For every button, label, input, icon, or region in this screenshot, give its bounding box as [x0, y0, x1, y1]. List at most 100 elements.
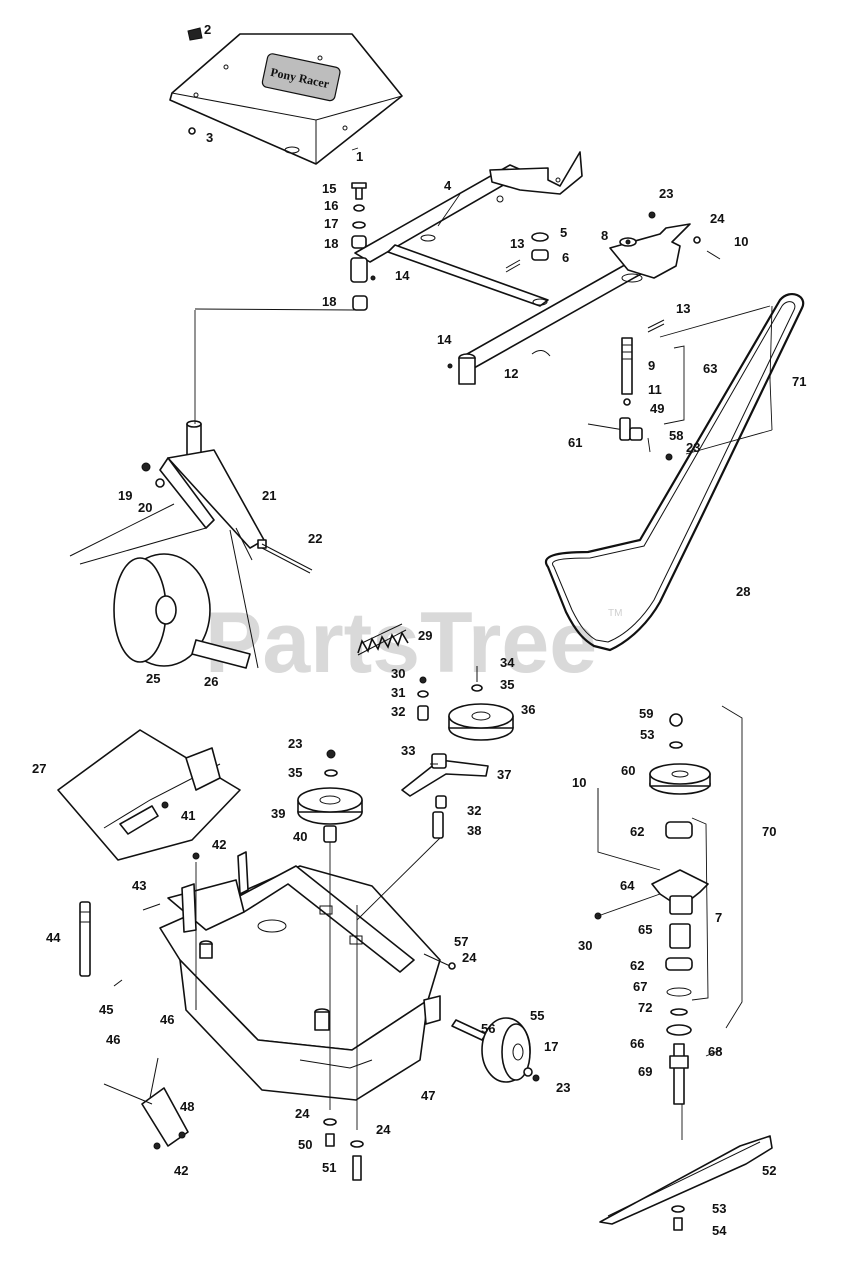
callout-c71: 71: [792, 374, 806, 389]
callout-c9: 9: [648, 358, 655, 373]
washer-24d: [448, 962, 456, 970]
part-mower-deck: [159, 851, 441, 1101]
washer-24a: [693, 236, 701, 244]
part-idler-pulley: [448, 703, 514, 741]
leader-lines: [194, 147, 773, 1057]
callout-c7: 7: [715, 910, 722, 925]
callout-c3: 3: [206, 130, 213, 145]
part-discharge-chute: [57, 729, 241, 861]
callout-c2: 2: [204, 22, 211, 37]
callout-c37: 37: [497, 767, 511, 782]
part-bracket-48: [103, 1057, 189, 1150]
height-rod-44: [79, 901, 91, 977]
callout-c38: 38: [467, 823, 481, 838]
callout-c57: 57: [454, 934, 468, 949]
lead-10b: [597, 820, 661, 871]
callout-c10a: 10: [734, 234, 748, 249]
callout-c6: 6: [562, 250, 569, 265]
pin-assembly: [587, 417, 673, 461]
callout-c54: 54: [712, 1223, 727, 1238]
part-spindle-assembly: [649, 713, 711, 1105]
washer-24b: [323, 1118, 337, 1126]
callout-c46b: 46: [106, 1032, 120, 1047]
callout-c23b: 23: [686, 440, 700, 455]
callout-c62a: 62: [630, 824, 644, 839]
callout-c67: 67: [633, 979, 647, 994]
callout-c30a: 30: [391, 666, 405, 681]
trademark: TM: [608, 608, 622, 619]
bolt-43: [142, 903, 161, 911]
callout-c61: 61: [568, 435, 582, 450]
bushing-32a: [417, 705, 429, 721]
callout-c49: 49: [650, 401, 664, 416]
callout-c32a: 32: [391, 704, 405, 719]
callout-c23c: 23: [288, 736, 302, 751]
callout-c51: 51: [322, 1160, 336, 1175]
callout-labels: 1234568910111213131414151617181819202122…: [32, 22, 806, 1238]
callout-c39: 39: [271, 806, 285, 821]
callout-c23d: 23: [556, 1080, 570, 1095]
bolt-22: [257, 539, 313, 574]
callout-c25: 25: [146, 671, 160, 686]
callout-c62b: 62: [630, 958, 644, 973]
washer-53b: [671, 1205, 685, 1213]
callout-c66: 66: [630, 1036, 644, 1051]
callout-c20: 20: [138, 500, 152, 515]
washer-35a: [471, 684, 483, 692]
callout-c33: 33: [401, 743, 415, 758]
cotter-pin-13b: [647, 319, 665, 333]
callout-c28: 28: [736, 584, 750, 599]
callout-c12: 12: [504, 366, 518, 381]
nut-19: [141, 462, 151, 472]
callout-c36: 36: [521, 702, 535, 717]
callout-c56: 56: [481, 1021, 495, 1036]
callout-c4: 4: [444, 178, 452, 193]
callout-c41: 41: [181, 808, 195, 823]
watermark: PartsTree: [205, 595, 597, 691]
pin-14b: [447, 363, 453, 369]
nut-41: [161, 801, 169, 809]
callout-c53b: 53: [712, 1201, 726, 1216]
callout-c17b: 17: [544, 1039, 558, 1054]
part-deck-wheel: [451, 1017, 540, 1083]
cotter-pin-13a: [505, 259, 521, 273]
callout-c68: 68: [708, 1044, 722, 1059]
callout-c16: 16: [324, 198, 338, 213]
bolt-10a: [706, 250, 721, 260]
callout-c34: 34: [500, 655, 515, 670]
shaft-38: [432, 811, 444, 839]
callout-c24b: 24: [295, 1106, 310, 1121]
hood-logo: Pony Racer: [261, 53, 341, 102]
callout-c11: 11: [648, 382, 662, 397]
clip-12: [531, 350, 551, 357]
callout-c14b: 14: [437, 332, 452, 347]
pin-14a: [370, 275, 376, 281]
washer-35b: [324, 769, 338, 777]
part-drive-pulley: [297, 787, 363, 843]
bolt-51: [352, 1155, 362, 1181]
callout-c59: 59: [639, 706, 653, 721]
bushing-32b: [435, 795, 447, 809]
callout-c10b: 10: [572, 775, 586, 790]
callout-c63: 63: [703, 361, 717, 376]
nut-30a: [419, 676, 427, 684]
washer-24c: [350, 1140, 364, 1148]
bolt-57: [423, 953, 451, 967]
callout-c55: 55: [530, 1008, 544, 1023]
part-idler-arm: [401, 753, 489, 797]
part-drive-belt: [545, 292, 805, 652]
callout-c24c: 24: [376, 1122, 391, 1137]
callout-c13b: 13: [676, 301, 690, 316]
callout-c24a: 24: [710, 211, 725, 226]
callout-c30b: 30: [578, 938, 592, 953]
callout-c26: 26: [204, 674, 218, 689]
callout-c19: 19: [118, 488, 132, 503]
callout-c24d: 24: [462, 950, 477, 965]
callout-c32b: 32: [467, 803, 481, 818]
callout-c22: 22: [308, 531, 322, 546]
nut-23c: [326, 749, 336, 759]
callout-c15: 15: [322, 181, 336, 196]
bolt-50: [325, 1133, 335, 1147]
callout-c17a: 17: [324, 216, 338, 231]
